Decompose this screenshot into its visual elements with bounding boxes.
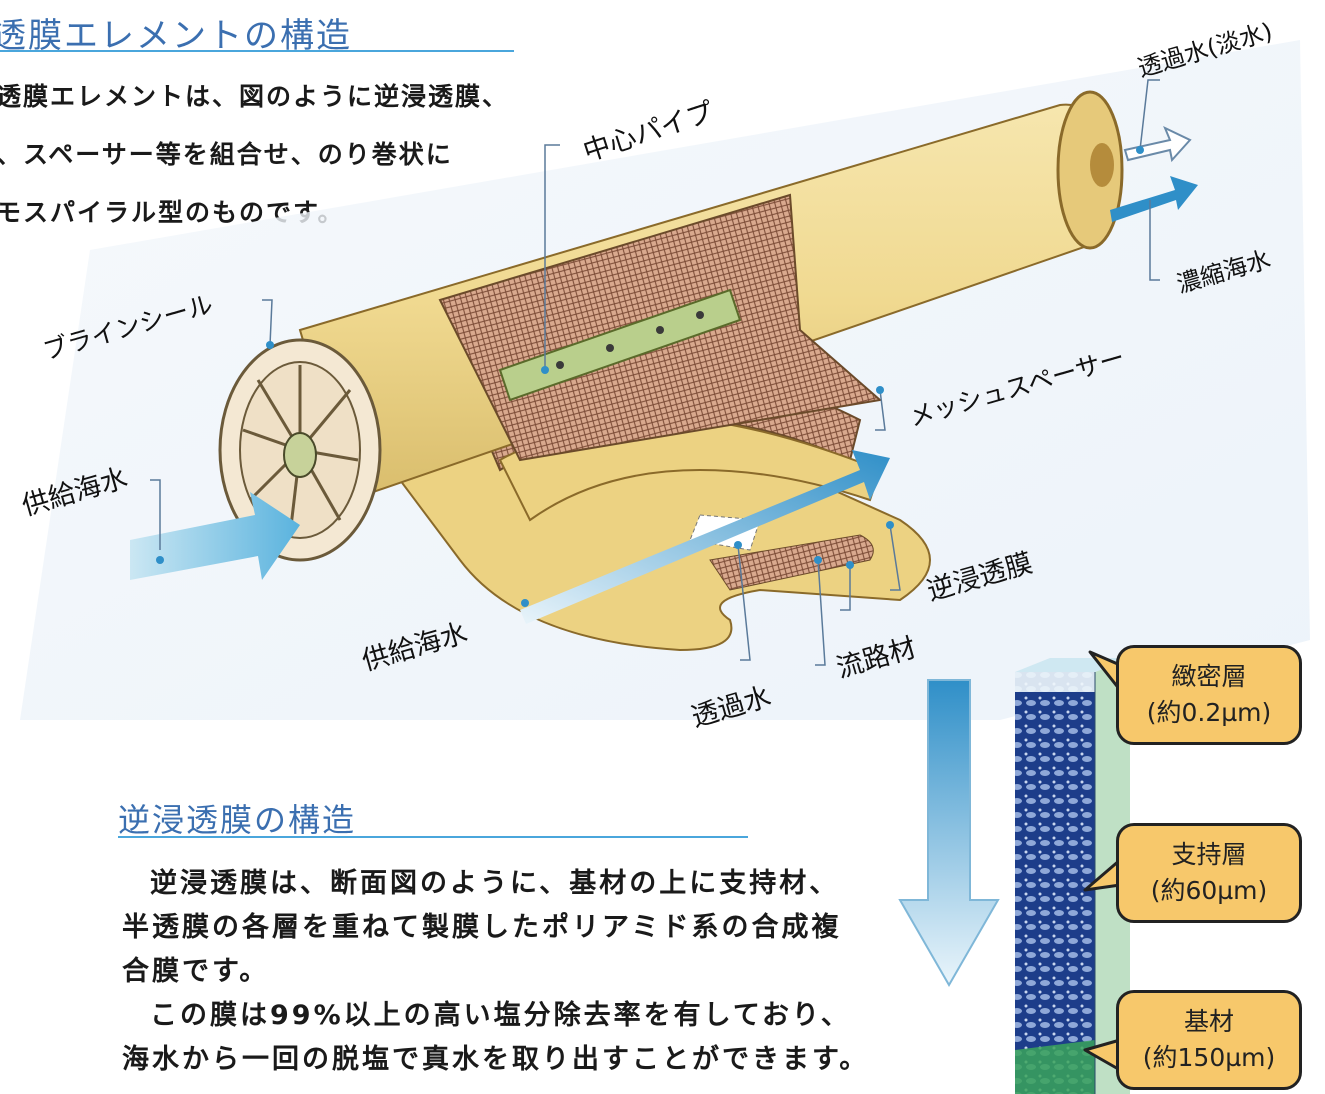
base-layer-name: 基材 [1183, 1007, 1234, 1036]
support-layer-thickness: (約60µm) [1150, 876, 1268, 905]
membrane-title-underline [118, 836, 748, 838]
para-line-2: 半透膜の各層を重ねて製膜したポリアミド系の合成複 [122, 912, 842, 943]
dense-layer-name: 緻密層 [1171, 662, 1247, 691]
callout-support-layer: 支持層 (約60µm) [1116, 823, 1302, 923]
element-section-title: 透膜エレメントの構造 [0, 16, 352, 56]
intro-line-1: 透膜エレメントは、図のように逆浸透膜、 [0, 82, 510, 111]
dense-layer-thickness: (約0.2µm) [1146, 698, 1272, 727]
membrane-paragraph: 逆浸透膜は、断面図のように、基材の上に支持材、 半透膜の各層を重ねて製膜したポリ… [122, 862, 869, 1082]
intro-line-2: 、スペーサー等を組合せ、のり巻状に [0, 140, 453, 169]
element-title-underline [0, 50, 514, 52]
flow-direction-arrow [898, 679, 1000, 988]
element-intro: 透膜エレメントは、図のように逆浸透膜、 、スペーサー等を組合せ、のり巻状に モス… [0, 68, 509, 242]
callout-dense-layer: 緻密層 (約0.2µm) [1116, 645, 1302, 745]
para-line-4: この膜は99%以上の高い塩分除去率を有しており、 [150, 1000, 851, 1031]
para-line-5: 海水から一回の脱塩で真水を取り出すことができます。 [122, 1044, 870, 1075]
membrane-section-title: 逆浸透膜の構造 [118, 801, 357, 839]
membrane-cross-section [898, 658, 1130, 1094]
support-layer-name: 支持層 [1171, 840, 1247, 869]
para-line-1: 逆浸透膜は、断面図のように、基材の上に支持材、 [150, 868, 840, 899]
callout-base-layer: 基材 (約150µm) [1116, 990, 1302, 1090]
base-layer-thickness: (約150µm) [1142, 1043, 1276, 1072]
para-line-3: 合膜です。 [122, 956, 270, 987]
